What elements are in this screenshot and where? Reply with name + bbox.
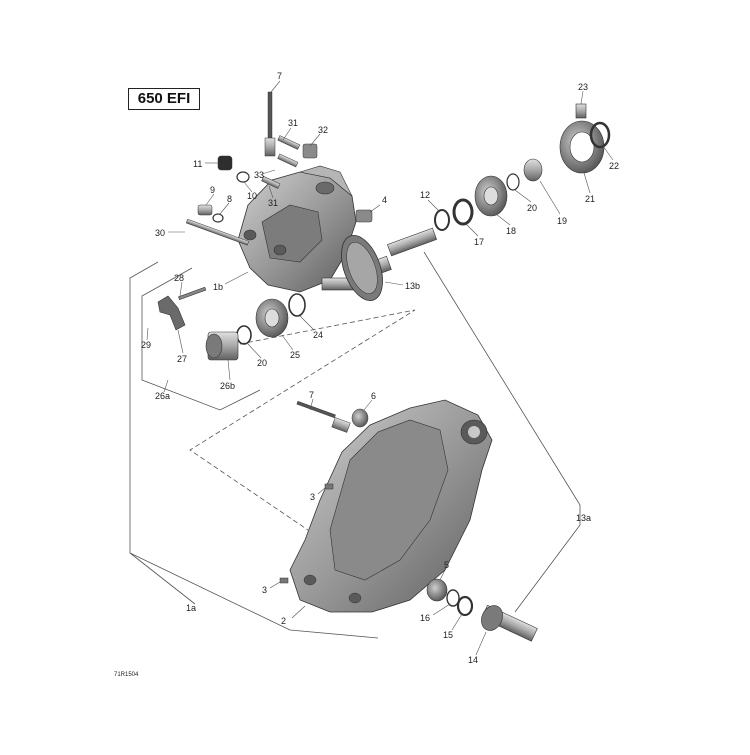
callout-19: 19	[557, 216, 567, 226]
callout-23: 23	[578, 82, 588, 92]
callout-16: 16	[420, 613, 430, 623]
callout-5: 5	[444, 560, 449, 570]
bracket-26a	[141, 267, 261, 411]
callout-13b: 13b	[405, 281, 420, 291]
leader-1a	[129, 552, 196, 605]
callout-7: 7	[277, 71, 282, 81]
callout-4: 4	[382, 195, 387, 205]
illustration-code: 71R1504	[114, 672, 139, 678]
output-shaft-13b	[321, 227, 437, 301]
callout-31: 31	[288, 118, 298, 128]
lower-left-bearings	[157, 286, 306, 361]
speed-sensor-7-upper	[264, 91, 276, 157]
callout-13a: 13a	[576, 513, 591, 523]
callout-29: 29	[141, 340, 151, 350]
callout-6: 6	[371, 391, 376, 401]
callout-1b: 1b	[213, 282, 223, 292]
callout-22: 22	[609, 161, 619, 171]
callout-leaders	[146, 80, 614, 656]
callout-8: 8	[227, 194, 232, 204]
callout-30: 30	[155, 228, 165, 238]
callout-21: 21	[585, 194, 595, 204]
callout-31: 31	[268, 198, 278, 208]
upper-gear-housing	[237, 165, 357, 293]
small-hardware-lower	[279, 400, 369, 584]
callout-27: 27	[177, 354, 187, 364]
callout-3: 3	[310, 492, 315, 502]
callout-20: 20	[257, 358, 267, 368]
callout-33: 33	[254, 170, 264, 180]
lower-output-shaft-14	[426, 578, 538, 642]
callout-14: 14	[468, 655, 478, 665]
callout-28: 28	[174, 273, 184, 283]
small-hardware-upper	[185, 135, 373, 246]
callout-25: 25	[290, 350, 300, 360]
model-title-box: 650 EFI	[128, 88, 200, 110]
callout-7: 7	[309, 390, 314, 400]
callout-24: 24	[313, 330, 323, 340]
callout-20: 20	[527, 203, 537, 213]
callout-26a: 26a	[155, 391, 170, 401]
group-brackets	[129, 251, 581, 639]
callout-labels: 7 31 32 11 33 10 9 8 31 4 30 23 22 21 19…	[141, 71, 619, 665]
phantom-line	[189, 309, 416, 531]
callout-10: 10	[247, 191, 257, 201]
callout-2: 2	[281, 616, 286, 626]
callout-15: 15	[443, 630, 453, 640]
bracket-13a	[423, 251, 581, 613]
callout-3: 3	[262, 585, 267, 595]
callout-18: 18	[506, 226, 516, 236]
callout-17: 17	[474, 237, 484, 247]
callout-11: 11	[193, 159, 202, 169]
callout-32: 32	[318, 125, 328, 135]
callout-12: 12	[420, 190, 430, 200]
callout-26b: 26b	[220, 381, 235, 391]
upper-right-bearings	[434, 103, 611, 231]
lower-gear-housing	[289, 399, 493, 613]
model-title: 650 EFI	[137, 90, 191, 107]
callout-9: 9	[210, 185, 215, 195]
callout-1a: 1a	[186, 603, 196, 613]
